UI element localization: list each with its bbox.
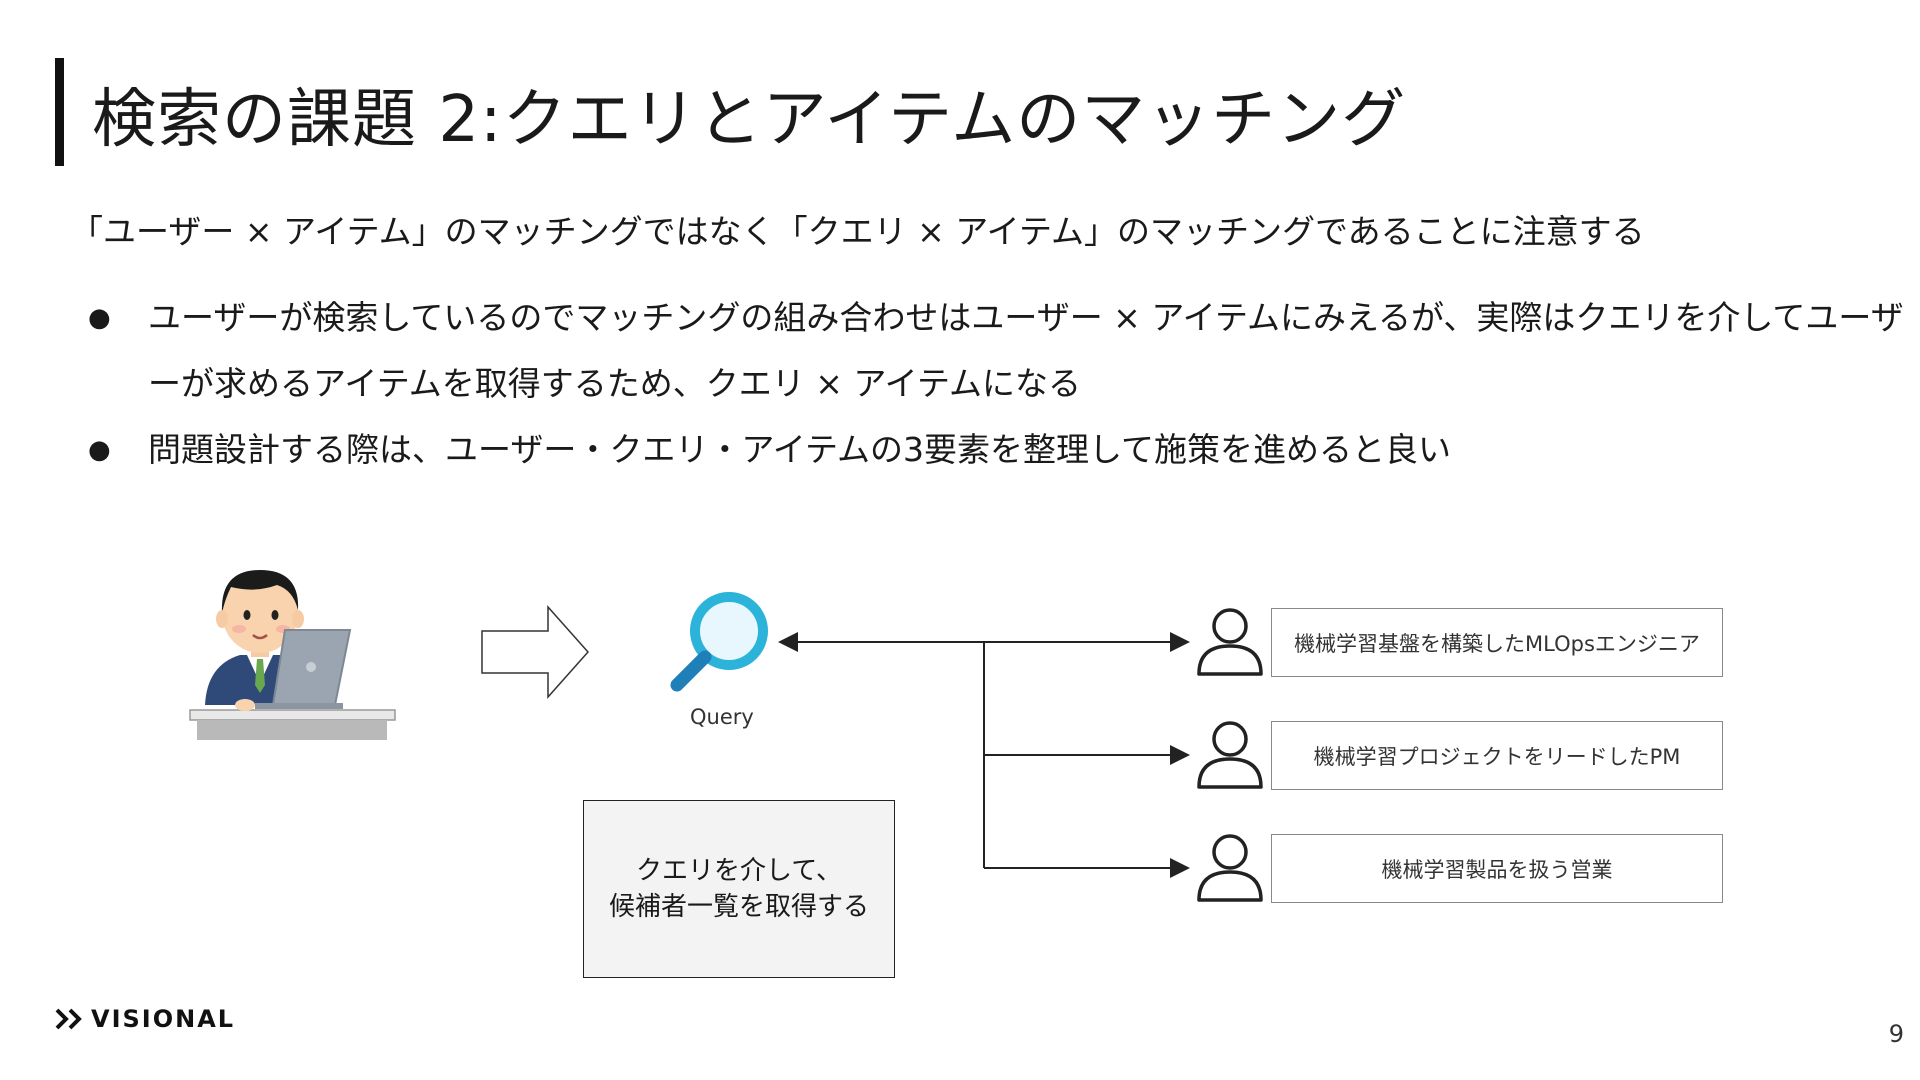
- note-line: クエリを介して、: [636, 856, 842, 886]
- note-box: クエリを介して、 候補者一覧を取得する: [583, 800, 895, 978]
- page-number: 9: [1888, 1020, 1904, 1048]
- slide-title: 検索の課題 2:クエリとアイテムのマッチング: [92, 83, 1407, 157]
- user-icon: [1197, 721, 1263, 789]
- role-box-sales: 機械学習製品を扱う営業: [1271, 834, 1723, 903]
- bullet-dot: ●: [88, 435, 111, 465]
- bullet-text: ユーザーが検索しているのでマッチングの組み合わせはユーザー × アイテムにみえる…: [148, 298, 1904, 403]
- lead-text: 「ユーザー × アイテム」のマッチングではなく「クエリ × アイテム」のマッチン…: [70, 212, 1645, 251]
- note-line: 候補者一覧を取得する: [608, 892, 869, 922]
- bullet-list: ● ユーザーが検索しているのでマッチングの組み合わせはユーザー × アイテムにみ…: [88, 285, 1908, 483]
- bullet-item: ● ユーザーが検索しているのでマッチングの組み合わせはユーザー × アイテムにみ…: [88, 285, 1908, 417]
- visional-logo: VISIONAL: [55, 1005, 235, 1033]
- role-box-mlops: 機械学習基盤を構築したMLOpsエンジニア: [1271, 608, 1723, 677]
- logo-text: VISIONAL: [91, 1005, 236, 1033]
- magnifier-icon: [670, 592, 768, 692]
- role-box-pm: 機械学習プロジェクトをリードしたPM: [1271, 721, 1723, 790]
- person-at-laptop-illustration: [189, 570, 396, 740]
- user-icon: [1197, 834, 1263, 902]
- user-icon: [1197, 608, 1263, 676]
- query-label: Query: [690, 705, 754, 729]
- outline-right-arrow-icon: [481, 605, 590, 699]
- bullet-item: ● 問題設計する際は、ユーザー・クエリ・アイテムの3要素を整理して施策を進めると…: [88, 417, 1908, 483]
- chevrons-logo-icon: [55, 1008, 82, 1030]
- bullet-dot: ●: [88, 303, 111, 333]
- title-accent-bar: [55, 58, 64, 166]
- bullet-text: 問題設計する際は、ユーザー・クエリ・アイテムの3要素を整理して施策を進めると良い: [148, 430, 1452, 469]
- connector-lines: [778, 632, 1190, 878]
